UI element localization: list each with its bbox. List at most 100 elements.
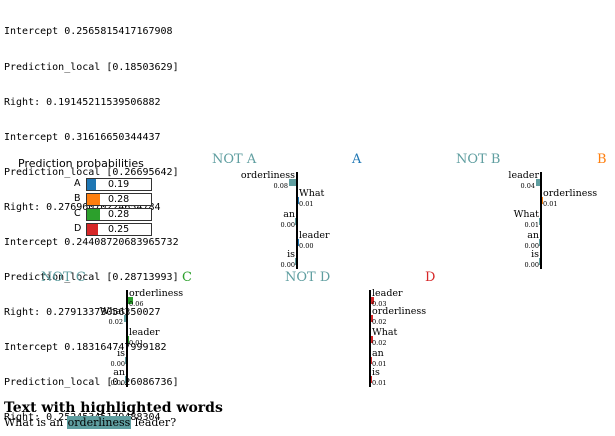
feature-word: leader <box>508 170 539 181</box>
prediction-probabilities-title: Prediction probabilities <box>18 157 144 170</box>
class-heading: B <box>597 152 607 167</box>
feature-bar <box>539 218 540 225</box>
feature-word: orderliness <box>240 170 295 181</box>
not-class-heading: NOT A <box>212 152 257 167</box>
feature-word: an <box>283 209 295 220</box>
probability-bar: 0.19 <box>86 178 152 191</box>
feature-word: What <box>99 306 125 317</box>
feature-bar <box>539 258 540 265</box>
feature-value: 0.01 <box>524 221 539 229</box>
probability-fill <box>87 179 96 190</box>
explanation-axis <box>369 290 371 387</box>
feature-word: is <box>287 249 295 260</box>
console-output: Intercept 0.2565815417167908 Prediction_… <box>4 3 179 436</box>
feature-value: 0.02 <box>372 318 387 326</box>
feature-bar <box>128 297 133 304</box>
log-line: Prediction_local [0.28713993] <box>4 272 179 284</box>
feature-word: What <box>299 188 325 199</box>
log-line: Right: 0.27696070224654784 <box>4 201 161 213</box>
feature-bar <box>542 197 543 204</box>
feature-value: 0.00 <box>524 242 539 250</box>
feature-word: is <box>372 367 380 378</box>
feature-bar <box>125 357 126 364</box>
feature-word: is <box>117 348 125 359</box>
explanation-axis <box>540 172 542 269</box>
feature-bar <box>371 336 373 343</box>
explanation-axis <box>126 290 128 387</box>
class-heading: A <box>352 152 362 167</box>
feature-value: 0.00 <box>524 261 539 269</box>
feature-value: 0.01 <box>372 379 387 387</box>
highlight-title: Text with highlighted words <box>4 400 223 416</box>
class-label: A <box>74 178 81 189</box>
feature-word: an <box>527 230 539 241</box>
feature-word: leader <box>129 327 160 338</box>
feature-word: leader <box>372 288 403 299</box>
feature-bar <box>125 376 126 383</box>
feature-value: 0.01 <box>372 360 387 368</box>
probability-bar: 0.28 <box>86 193 152 206</box>
log-line: Right: 0.27913373056350027 <box>4 307 161 319</box>
feature-word: What <box>372 327 398 338</box>
log-line: Right: 0.19145211539506882 <box>4 96 161 108</box>
feature-value: 0.08 <box>273 182 288 190</box>
feature-word: leader <box>299 230 330 241</box>
probability-value: 0.28 <box>108 209 130 220</box>
feature-word: orderliness <box>372 306 427 317</box>
feature-bar <box>371 315 373 322</box>
feature-value: 0.01 <box>129 339 144 347</box>
feature-value: 0.02 <box>372 339 387 347</box>
feature-value: 0.00 <box>280 221 295 229</box>
feature-word: orderliness <box>129 288 184 299</box>
probability-bar: 0.25 <box>86 223 152 236</box>
probability-bar: 0.28 <box>86 208 152 221</box>
feature-value: 0.03 <box>372 300 387 308</box>
feature-word: is <box>531 249 539 260</box>
probability-value: 0.19 <box>108 179 130 190</box>
feature-value: 0.04 <box>520 182 535 190</box>
probability-fill <box>87 209 100 220</box>
class-label: C <box>74 208 81 219</box>
sentence-after: leader? <box>131 416 177 429</box>
feature-bar <box>295 218 296 225</box>
class-label: B <box>74 193 81 204</box>
not-class-heading: NOT B <box>456 152 501 167</box>
feature-word: What <box>513 209 539 220</box>
feature-value: 0.01 <box>543 200 558 208</box>
feature-bar <box>298 239 299 246</box>
feature-value: 0.00 <box>280 261 295 269</box>
feature-value: 0.00 <box>299 242 314 250</box>
highlighted-sentence: What is an orderliness leader? <box>4 416 176 429</box>
feature-bar <box>124 315 126 322</box>
feature-word: an <box>372 348 384 359</box>
feature-value: 0.00 <box>110 360 125 368</box>
log-line: Intercept 0.183164747999182 <box>4 342 167 354</box>
feature-bar <box>536 179 540 186</box>
feature-value: 0.06 <box>129 300 144 308</box>
probability-fill <box>87 224 98 235</box>
feature-bar <box>371 357 372 364</box>
feature-bar <box>128 336 129 343</box>
probability-fill <box>87 194 100 205</box>
feature-bar <box>539 239 540 246</box>
feature-word: orderliness <box>543 188 598 199</box>
feature-bar <box>295 258 296 265</box>
log-line: Prediction_local [0.26695642] <box>4 166 179 178</box>
class-heading: D <box>425 270 436 285</box>
explanation-axis <box>296 172 298 269</box>
feature-bar <box>289 179 296 186</box>
feature-value: 0.02 <box>108 318 123 326</box>
class-label: D <box>74 223 82 234</box>
feature-bar <box>298 197 299 204</box>
highlighted-word: orderliness <box>66 416 132 429</box>
not-class-heading: NOT D <box>285 270 331 285</box>
log-line: Intercept 0.2565815417167908 <box>4 26 173 38</box>
feature-value: 0.01 <box>299 200 314 208</box>
log-line: Prediction_local [0.18503629] <box>4 61 179 73</box>
feature-bar <box>371 376 372 383</box>
not-class-heading: NOT C <box>41 270 86 285</box>
log-line: Intercept 0.24408720683965732 <box>4 236 179 248</box>
log-line: Prediction_local [0.26086736] <box>4 377 179 389</box>
feature-value: 0.00 <box>110 379 125 387</box>
sentence-before: What is an <box>4 416 67 429</box>
